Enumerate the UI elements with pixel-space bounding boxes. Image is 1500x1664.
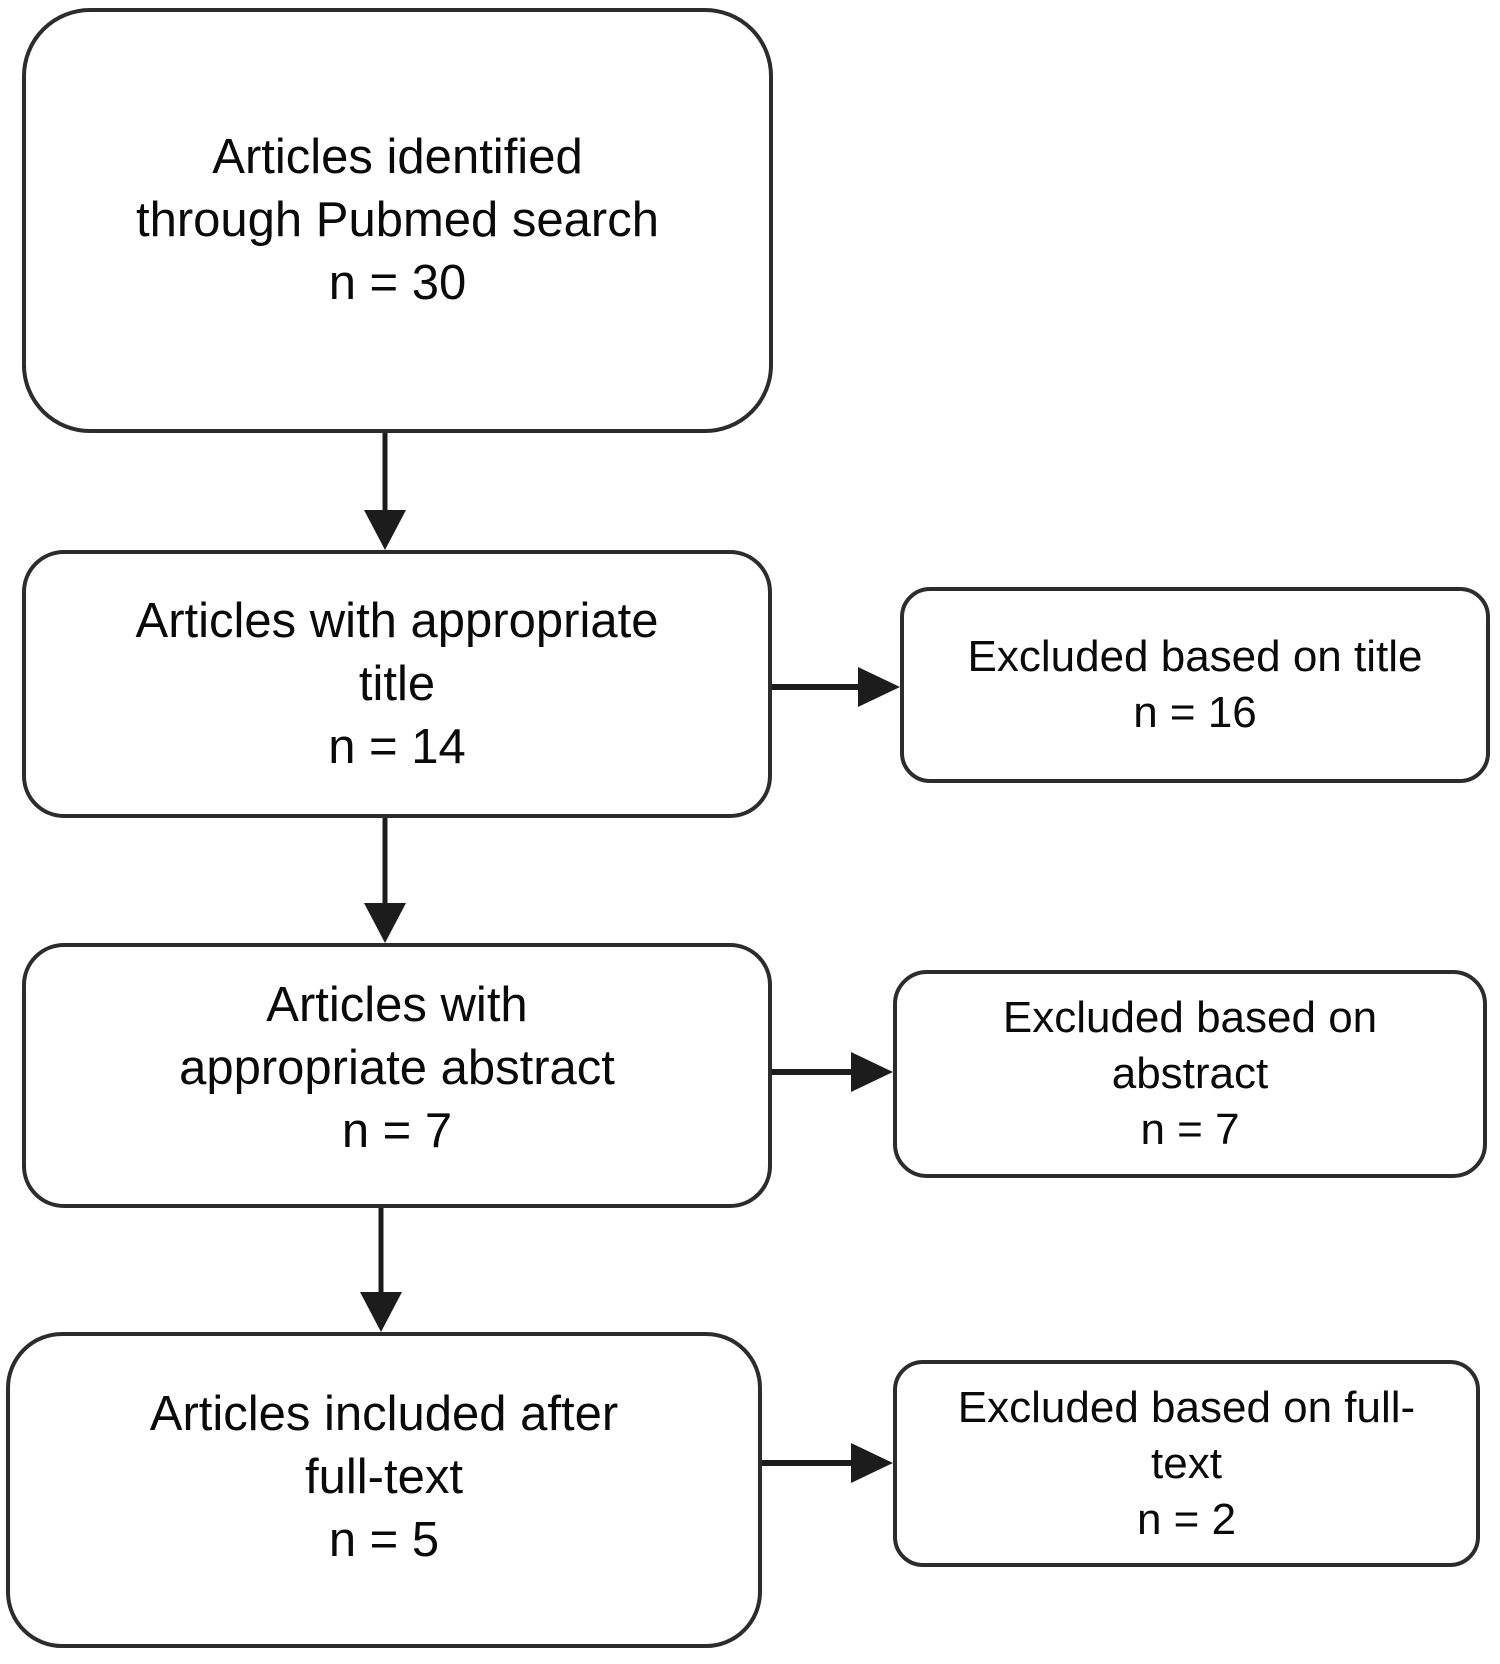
arrow-head [851, 1443, 893, 1483]
box-text-line: title [358, 656, 436, 711]
box-text-line: Articles included after [149, 1386, 619, 1441]
arrow-shaft [382, 433, 388, 514]
box-text-line: Articles with [266, 978, 528, 1032]
box-text-line: full-text [305, 1449, 463, 1504]
arrow-shaft [762, 1460, 857, 1466]
arrow-right-abstract-to-excluded [772, 1050, 893, 1094]
flow-box-included-fulltext: Articles included after full-text n = 5 [6, 1332, 762, 1648]
box-count: n = 7 [341, 1104, 453, 1158]
flow-box-appropriate-abstract: Articles with appropriate abstract n = 7 [22, 943, 772, 1208]
flow-box-appropriate-title: Articles with appropriate title n = 14 [22, 550, 772, 818]
arrow-head [364, 903, 406, 943]
box-text-line: Excluded based on full- [957, 1382, 1416, 1432]
box-count: n = 16 [1133, 688, 1257, 737]
box-count: n = 14 [328, 719, 466, 774]
box-text-line: Excluded based on [1002, 993, 1378, 1042]
arrow-shaft [382, 818, 388, 907]
flow-box-excluded-fulltext: Excluded based on full- text n = 2 [893, 1360, 1480, 1567]
box-text-line: through Pubmed search [136, 193, 659, 247]
arrow-down-abstract-to-included [359, 1208, 403, 1332]
box-text-line: Articles identified [212, 130, 583, 184]
box-text-line: text [1151, 1438, 1222, 1488]
arrow-down-identified-to-title [363, 433, 407, 550]
box-text-line: Articles with appropriate [135, 593, 659, 648]
arrow-head [851, 1052, 893, 1092]
arrow-head [364, 510, 406, 550]
arrow-shaft [772, 684, 864, 690]
arrow-shaft [772, 1069, 857, 1075]
box-count: n = 7 [1140, 1105, 1240, 1154]
arrow-right-title-to-excluded [772, 665, 900, 709]
box-text-line: Excluded based on title [967, 632, 1423, 681]
flow-box-articles-identified: Articles identified through Pubmed searc… [22, 8, 773, 433]
arrow-head [858, 667, 900, 707]
box-count: n = 2 [1136, 1494, 1237, 1544]
box-count: n = 30 [328, 256, 467, 310]
arrow-down-title-to-abstract [363, 818, 407, 943]
box-count: n = 5 [328, 1512, 440, 1567]
arrow-right-included-to-excluded [762, 1441, 893, 1485]
arrow-head [360, 1292, 402, 1332]
box-text-line: abstract [1111, 1049, 1269, 1098]
flow-box-excluded-abstract: Excluded based on abstract n = 7 [893, 970, 1487, 1178]
box-text-line: appropriate abstract [179, 1041, 615, 1095]
flow-box-excluded-title: Excluded based on title n = 16 [900, 587, 1490, 783]
arrow-shaft [378, 1208, 384, 1296]
